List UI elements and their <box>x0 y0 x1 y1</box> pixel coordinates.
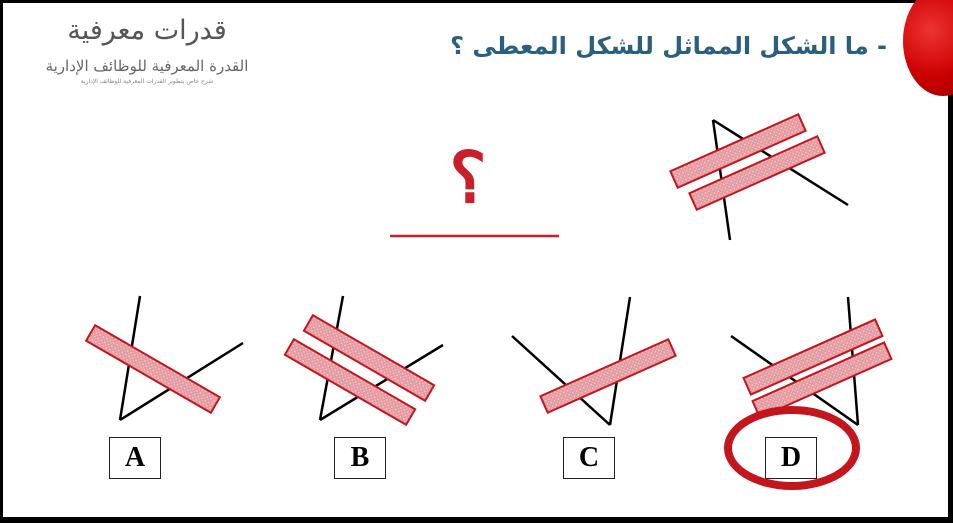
option-d-figure[interactable] <box>731 297 891 425</box>
given-figure <box>670 114 848 240</box>
option-c-label: C <box>579 442 599 474</box>
option-a-figure[interactable] <box>86 296 243 420</box>
option-c-figure[interactable] <box>512 297 676 425</box>
option-a-button[interactable]: A <box>109 437 161 479</box>
option-c-button[interactable]: C <box>563 437 615 479</box>
option-b-label: B <box>351 442 370 474</box>
option-b-button[interactable]: B <box>334 437 386 479</box>
question-mark-icon: ؟ <box>438 138 498 218</box>
option-b-figure[interactable] <box>285 296 443 425</box>
option-a-label: A <box>125 442 145 474</box>
selected-answer-circle <box>724 406 860 490</box>
